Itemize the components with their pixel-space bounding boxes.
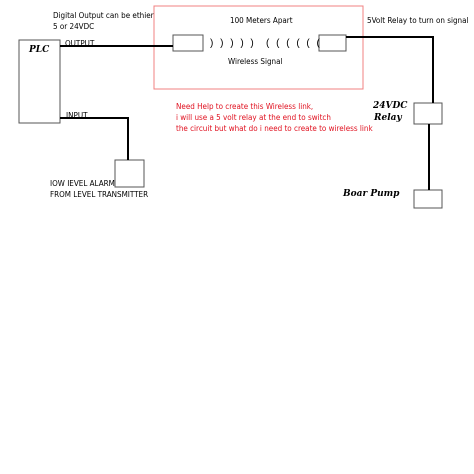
transmitter-box	[172, 34, 204, 52]
relay-24vdc-box	[413, 102, 443, 125]
wire-relay-to-24vdc	[346, 36, 434, 103]
alarm-label-line1: IOW IEVEL ALARM	[50, 179, 115, 188]
boar-pump-label: Boar Pump	[343, 189, 400, 199]
digital-output-label-line1: Digital Output can be ethier	[53, 11, 154, 20]
boar-pump-box	[413, 189, 443, 209]
plc-box	[18, 39, 61, 124]
help-note-line3: the circuit but what do i need to create…	[176, 124, 373, 133]
help-note-line2: i will use a 5 volt relay at the end to …	[176, 113, 331, 122]
level-alarm-box	[114, 159, 145, 188]
output-label: OUTPUT	[65, 39, 95, 48]
distance-label: 100 Meters Apart	[230, 16, 293, 25]
input-label: INPUT	[66, 111, 88, 120]
wire-plc-input	[60, 117, 129, 160]
signal-waves-incoming: ( ( ( ( ( (	[266, 38, 322, 49]
signal-waves-outgoing: ) ) ) ) )	[210, 38, 256, 49]
alarm-label-line2: FROM LEVEL TRANSMITTER	[50, 190, 149, 199]
receiver-relay-box	[318, 34, 347, 52]
wireless-signal-label: Wireless Signal	[228, 57, 283, 66]
plc-label: PLC	[29, 45, 50, 55]
relay-24vdc-label-line2: Relay	[374, 113, 402, 123]
relay-note-label: 5Volt Relay to turn on signal	[367, 16, 469, 25]
digital-output-label-line2: 5 or 24VDC	[53, 22, 95, 31]
help-note-line1: Need Help to create this Wireless link,	[176, 102, 314, 111]
wireless-link-frame	[153, 5, 364, 90]
relay-24vdc-label-line1: 24VDC	[373, 101, 408, 111]
